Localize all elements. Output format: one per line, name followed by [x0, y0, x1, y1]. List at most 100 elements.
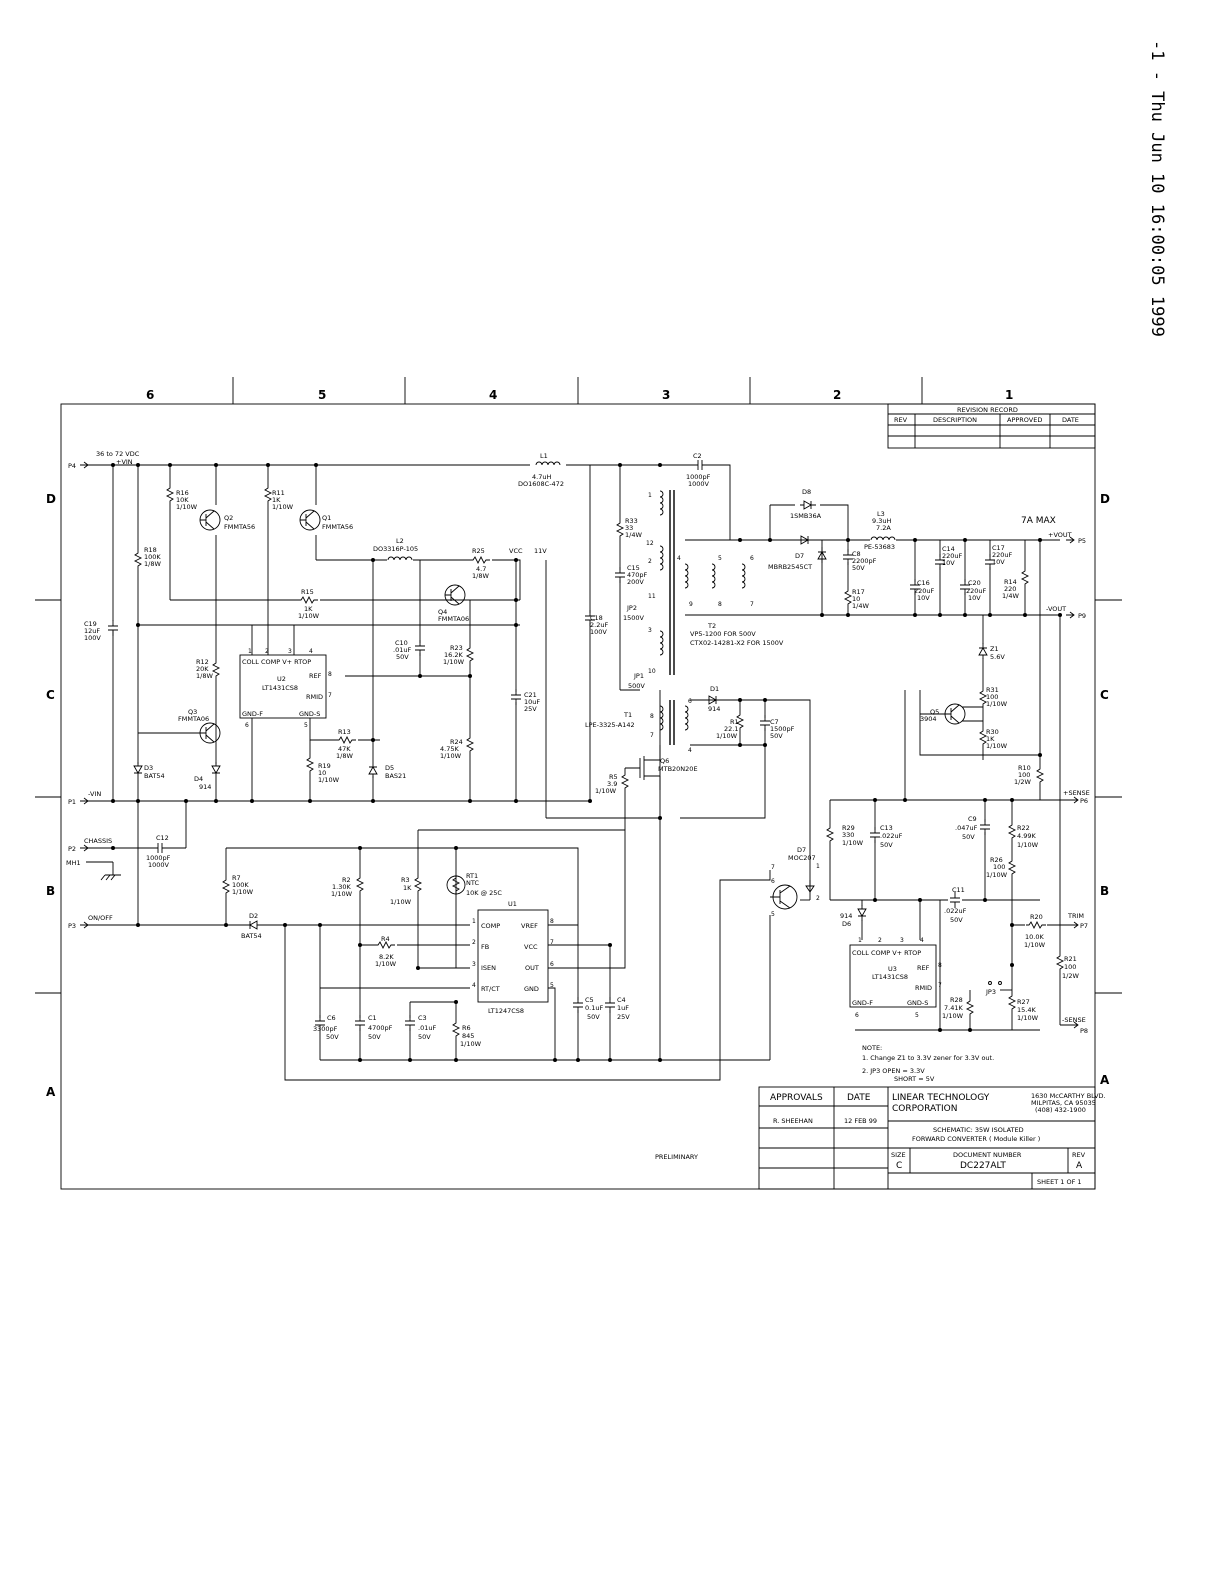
label-parts-c18-2: 100V — [590, 628, 607, 636]
label-parts-c16-1: 220uF — [914, 587, 935, 595]
label-ic_pins-u2_bot: GND-F — [242, 710, 263, 718]
port-p9: P9 — [1065, 611, 1086, 620]
port-p5: P5 — [1065, 536, 1086, 545]
label-parts-u3-0: U3 — [888, 965, 897, 973]
port-p8: P8 — [1060, 1021, 1088, 1035]
svg-text:4: 4 — [920, 937, 924, 944]
preliminary-stamp: PRELIMINARY — [655, 1153, 698, 1161]
zone-row-d-left: D — [46, 492, 56, 506]
label-parts-t2-0: T2 — [707, 622, 716, 630]
label-parts-r5-0: R5 — [609, 773, 618, 781]
company-name-line1: LINEAR TECHNOLOGY — [892, 1093, 990, 1103]
svg-text:5: 5 — [550, 982, 554, 989]
label-parts-r18-0: R18 — [144, 546, 157, 554]
label-parts-r12-2: 1/8W — [196, 672, 213, 680]
label-parts-c5-0: C5 — [585, 996, 594, 1004]
label-parts-r10-0: R10 — [1018, 764, 1031, 772]
label-parts-d6-1: D6 — [842, 920, 851, 928]
zone-row-b-right: B — [1100, 884, 1109, 898]
label-parts-r2-0: R2 — [342, 876, 351, 884]
label-parts-r13-2: 1/8W — [336, 752, 353, 760]
label-parts-c10-1: .01uF — [393, 646, 411, 654]
port-p1: P1 — [68, 797, 89, 806]
label-parts-u3-1: LT1431CS8 — [872, 973, 908, 981]
label-parts-c13-2: 50V — [880, 841, 893, 849]
svg-text:12: 12 — [646, 540, 654, 547]
label-parts-d8-1: 1SMB36A — [790, 512, 822, 520]
label-parts-r26-2: 1/10W — [986, 871, 1008, 879]
label-parts-r22-1: 4.99K — [1017, 832, 1036, 840]
on-off-label: ON/OFF — [88, 914, 113, 922]
zone-col-4: 4 — [489, 388, 497, 402]
label-parts-c5-1: 0.1uF — [585, 1004, 603, 1012]
label-parts-c2-1: 1000pF — [686, 473, 711, 481]
label-parts-r17-1: 10 — [852, 595, 860, 603]
label-parts-r15-0: R15 — [301, 588, 314, 596]
label-parts-rt1-1: NTC — [466, 879, 479, 887]
label-parts-c11-1: .022uF — [944, 907, 967, 915]
revision-col-description: DESCRIPTION — [933, 416, 977, 424]
label-parts-c6-2: 50V — [326, 1033, 339, 1041]
label-parts-t1-0: T1 — [623, 711, 632, 719]
label-parts-c19-1: 12uF — [84, 627, 100, 635]
label-parts-q2-0: Q2 — [224, 514, 233, 522]
label-parts-r30-2: 1/10W — [986, 742, 1008, 750]
label-parts-q1-0: Q1 — [322, 514, 331, 522]
svg-text:2: 2 — [878, 937, 882, 944]
label-ic_pins-u3_ref: REF — [917, 964, 930, 972]
svg-text:6: 6 — [855, 1012, 859, 1019]
port-mh1: MH1 — [66, 859, 121, 881]
label-parts-l1-0: L1 — [540, 452, 548, 460]
label-parts-q3-1: FMMTA06 — [178, 715, 209, 723]
label-parts-r25-1: 4.7 — [476, 565, 486, 573]
label-parts-r17-2: 1/4W — [852, 602, 869, 610]
label-parts-rt1-2: 10K @ 25C — [466, 889, 502, 897]
svg-text:9: 9 — [689, 601, 693, 608]
label-parts-c3-1: .01uF — [418, 1024, 436, 1032]
label-parts-r6-0: R6 — [462, 1024, 471, 1032]
label-parts-r17-0: R17 — [852, 588, 865, 596]
port-p5-label: P5 — [1078, 537, 1086, 545]
print-timestamp: -1 - Thu Jun 10 16:00:05 1999 — [1147, 40, 1167, 337]
rev-header: REV — [1072, 1151, 1086, 1159]
label-ic_pins-u3_bot: GND-F — [852, 999, 873, 1007]
svg-text:2: 2 — [816, 895, 820, 902]
jumper-jp3: JP3 — [985, 981, 1002, 996]
label-parts-r11-0: R11 — [272, 489, 285, 497]
label-parts-r31-1: 100 — [986, 693, 998, 701]
label-parts-r18-2: 1/8W — [144, 560, 161, 568]
label-parts-t1-1: LPE-3325-A142 — [585, 721, 635, 729]
label-parts-r1-2: 1/10W — [716, 732, 738, 740]
label-parts-r30-1: 1K — [986, 735, 995, 743]
svg-text:4: 4 — [688, 747, 692, 754]
svg-text:7: 7 — [938, 982, 942, 989]
label-parts-r1-1: 22.1 — [724, 725, 738, 733]
port-p8-label: P8 — [1080, 1027, 1088, 1035]
label-parts-r7-1: 100K — [232, 881, 249, 889]
port-p6: P6 — [1060, 796, 1088, 805]
approval-date: 12 FEB 99 — [844, 1117, 877, 1125]
label-parts-r27-2: 1/10W — [1017, 1014, 1039, 1022]
svg-text:10: 10 — [648, 668, 656, 675]
label-parts-r24-2: 1/10W — [440, 752, 462, 760]
svg-text:7: 7 — [771, 864, 775, 871]
label-parts-q6-0: Q6 — [660, 757, 669, 765]
label-parts-c9-1: .047uF — [955, 824, 978, 832]
sense-pos-label: +SENSE — [1063, 789, 1090, 797]
